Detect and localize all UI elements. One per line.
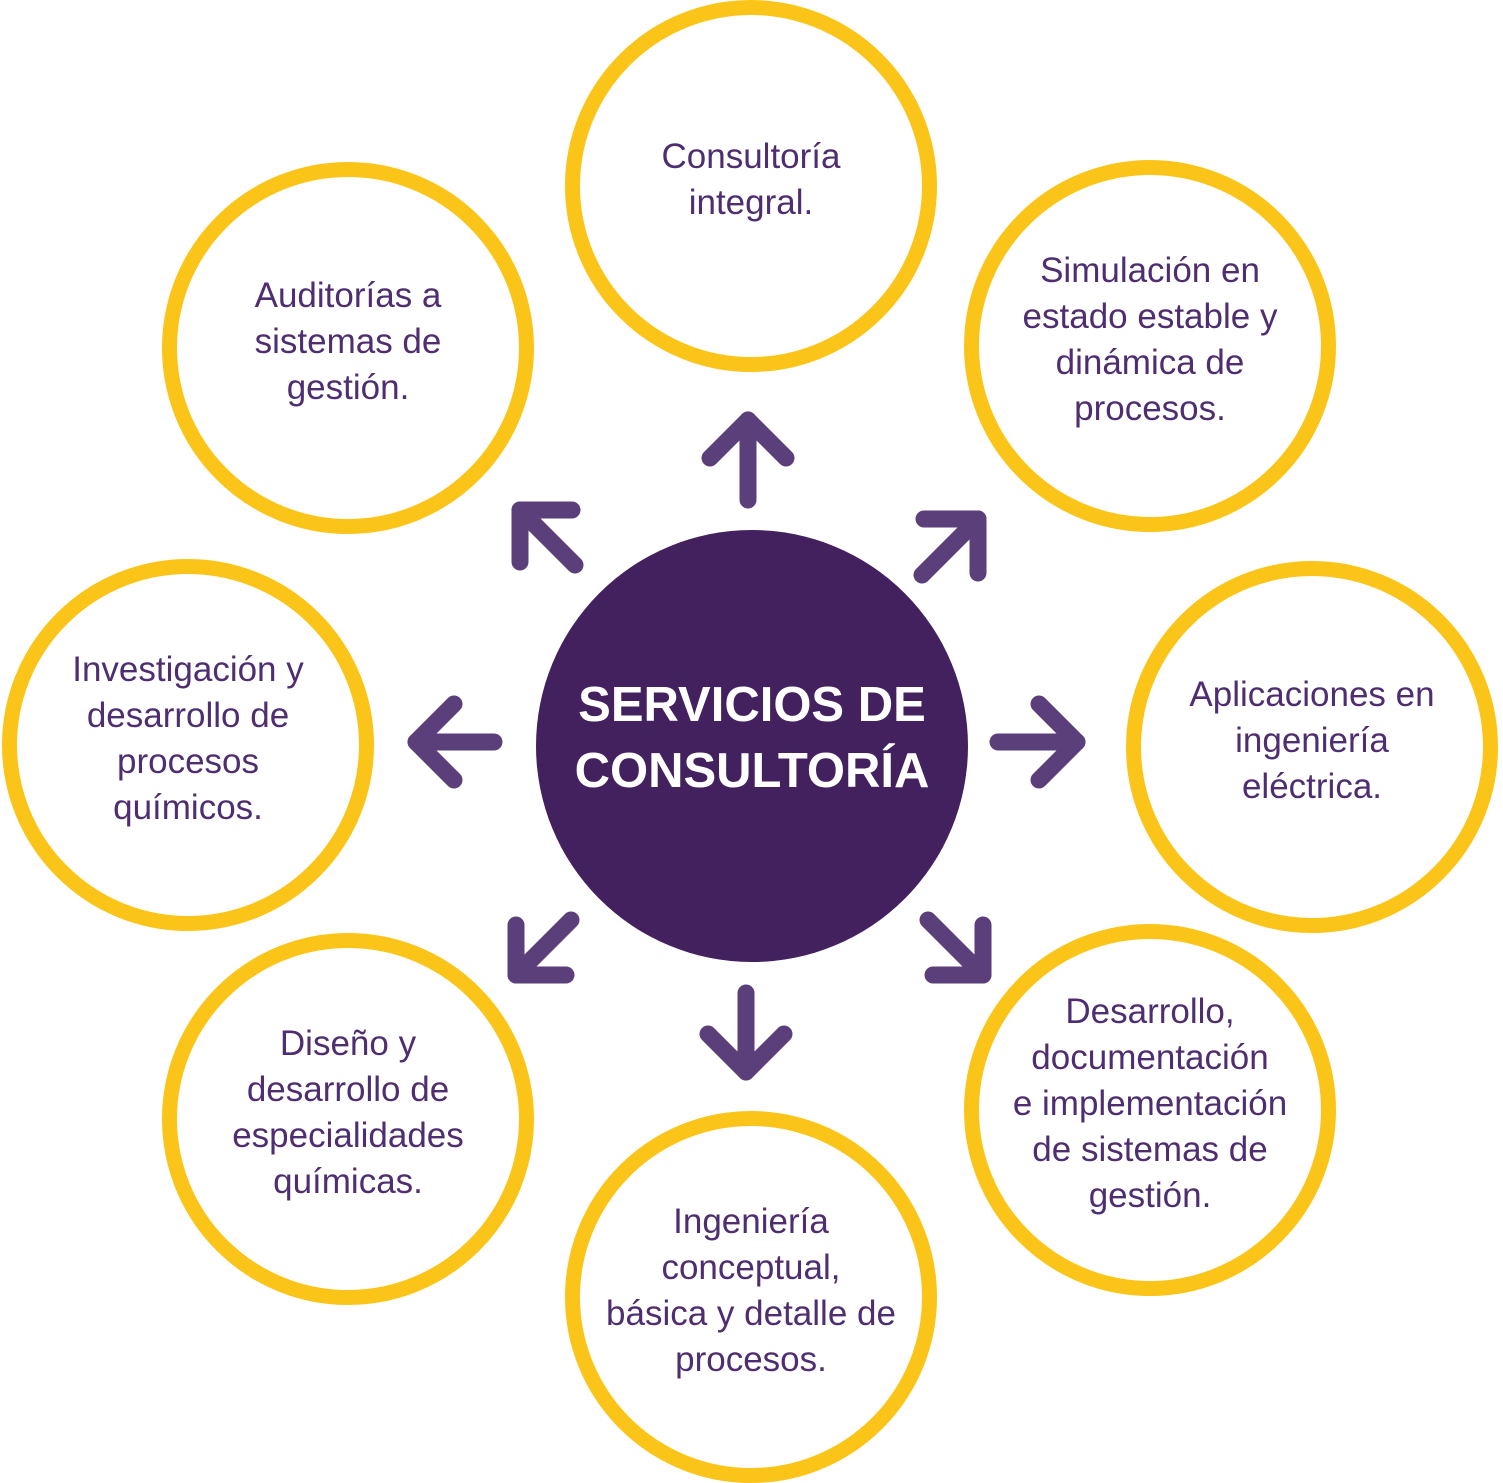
arrow-up-icon bbox=[701, 411, 795, 509]
arrow-right-icon bbox=[989, 695, 1086, 789]
service-label: Aplicaciones en ingeniería eléctrica. bbox=[1189, 675, 1435, 806]
service-node-bottom-left: Diseño y desarrollo de especialidades qu… bbox=[162, 933, 534, 1305]
service-node-top-left: Auditorías a sistemas de gestión. bbox=[162, 162, 534, 534]
service-label: Investigación y desarrollo de procesos q… bbox=[72, 650, 304, 827]
service-node-top: Consultoría integral. bbox=[565, 0, 937, 372]
service-node-bottom: Ingeniería conceptual, básica y detalle … bbox=[565, 1111, 937, 1483]
service-label: Auditorías a sistemas de gestión. bbox=[254, 276, 442, 407]
arrow-left-icon bbox=[407, 695, 503, 789]
service-label: Desarrollo, documentación e implementaci… bbox=[1012, 992, 1288, 1215]
arrow-down-left-icon bbox=[507, 911, 580, 984]
arrow-down-icon bbox=[699, 984, 793, 1081]
service-label: Simulación en estado estable y dinámica … bbox=[1022, 251, 1278, 428]
arrow-up-left-icon bbox=[511, 501, 584, 574]
service-label: Ingeniería conceptual, básica y detalle … bbox=[606, 1202, 896, 1379]
arrow-down-right-icon bbox=[919, 911, 992, 984]
arrow-up-right-icon bbox=[913, 510, 987, 584]
hub-title: SERVICIOS DE CONSULTORÍA bbox=[574, 678, 930, 798]
central-hub: SERVICIOS DE CONSULTORÍA bbox=[536, 530, 968, 962]
service-node-bottom-right: Desarrollo, documentación e implementaci… bbox=[964, 924, 1336, 1296]
service-label: Consultoría integral. bbox=[661, 137, 841, 222]
service-node-right: Aplicaciones en ingeniería eléctrica. bbox=[1126, 561, 1498, 933]
service-node-left: Investigación y desarrollo de procesos q… bbox=[2, 559, 374, 931]
service-node-top-right: Simulación en estado estable y dinámica … bbox=[964, 160, 1336, 532]
service-label: Diseño y desarrollo de especialidades qu… bbox=[232, 1024, 464, 1201]
